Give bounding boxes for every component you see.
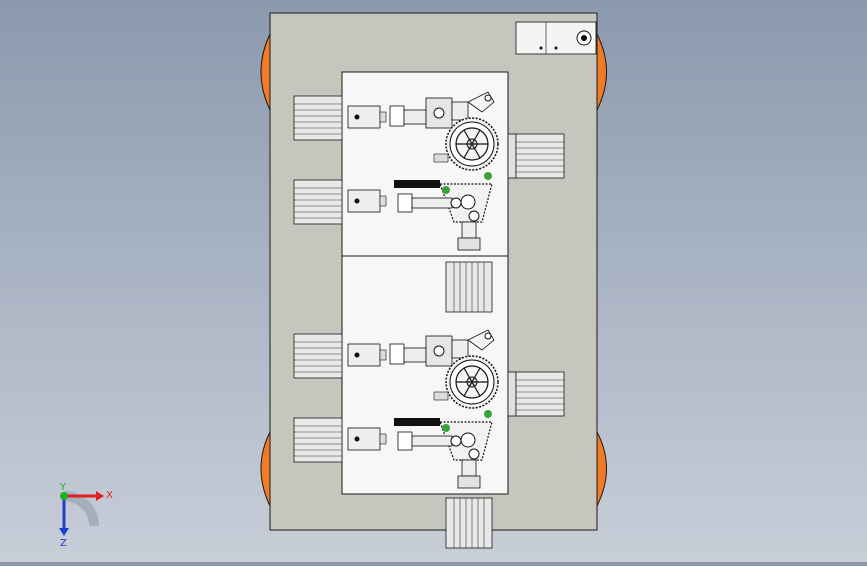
- bottom-cylinder[interactable]: [445, 497, 493, 549]
- y-axis-label: Y: [59, 482, 67, 493]
- z-axis-label: Z: [60, 538, 67, 549]
- coordinate-triad: X Y Z: [46, 482, 116, 552]
- wheel-top-right: [596, 33, 607, 111]
- y-axis-dot: [60, 492, 68, 500]
- x-axis-head: [96, 491, 104, 501]
- wheel-bottom-right: [596, 431, 607, 507]
- z-axis-head: [59, 528, 69, 536]
- wheel-bottom-left: [260, 431, 271, 507]
- x-axis-label: X: [106, 490, 113, 501]
- top-right-block[interactable]: [515, 21, 597, 55]
- center-cylinder[interactable]: [445, 261, 493, 313]
- wheel-top-left: [260, 33, 271, 111]
